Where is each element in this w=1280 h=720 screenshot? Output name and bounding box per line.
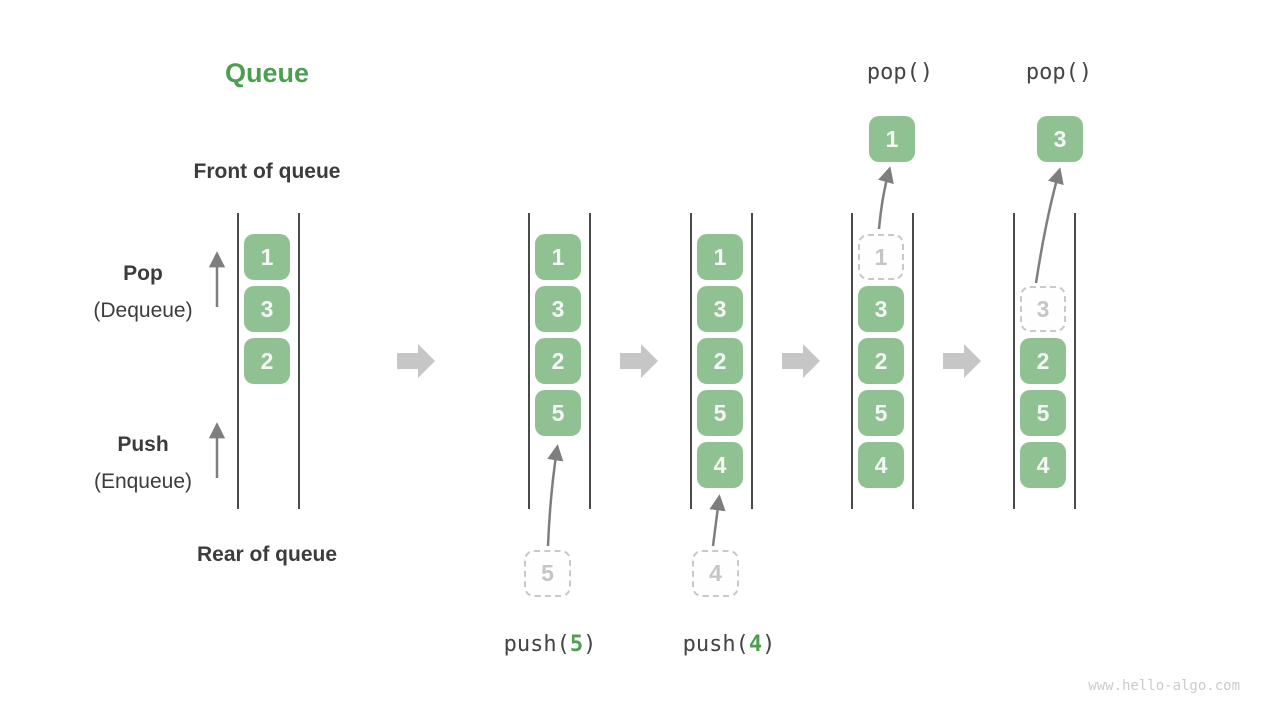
staged-item: 5 (524, 550, 571, 597)
queue-wall (690, 213, 692, 509)
queue-item: 2 (244, 338, 290, 384)
push-close-text: ) (762, 632, 776, 657)
queue-item: 1 (244, 234, 290, 280)
pop-call-label: pop() (866, 60, 934, 85)
pop-sublabel: (Dequeue) (93, 299, 193, 322)
queue-item-ghost: 3 (1020, 286, 1066, 332)
queue-item: 5 (697, 390, 743, 436)
queue-item: 5 (1020, 390, 1066, 436)
step-arrow-icon (620, 344, 658, 378)
queue-item: 2 (1020, 338, 1066, 384)
push-item-arrow-icon (546, 444, 564, 547)
pop-item-arrow-icon (877, 166, 894, 230)
watermark: www.hello-algo.com (1088, 678, 1240, 694)
queue-wall (589, 213, 591, 509)
queue-wall (528, 213, 530, 509)
queue-wall (237, 213, 239, 509)
step-arrow-icon (943, 344, 981, 378)
step-arrow-icon (397, 344, 435, 378)
queue-wall (912, 213, 914, 509)
queue-item: 1 (535, 234, 581, 280)
queue-wall (751, 213, 753, 509)
queue-item: 2 (535, 338, 581, 384)
push-arg-text: 5 (569, 632, 584, 657)
queue-item: 1 (697, 234, 743, 280)
pop-item-arrow-icon (1034, 167, 1064, 284)
push-arg-text: 4 (748, 632, 763, 657)
push-sublabel: (Enqueue) (93, 470, 193, 493)
queue-item-ghost: 1 (858, 234, 904, 280)
popped-item: 1 (869, 116, 915, 162)
diagram-title: Queue (224, 58, 310, 88)
pop-call-label: pop() (1025, 60, 1093, 85)
step-arrow-icon (782, 344, 820, 378)
queue-item: 5 (535, 390, 581, 436)
pop-label: Pop (123, 262, 163, 285)
queue-item: 3 (858, 286, 904, 332)
queue-wall (851, 213, 853, 509)
push-item-arrow-icon (709, 494, 726, 547)
front-of-queue-label: Front of queue (193, 160, 341, 183)
rear-of-queue-label: Rear of queue (196, 543, 338, 566)
push-call-label: push(4) (649, 632, 809, 657)
push-close-text: ) (583, 632, 597, 657)
push-fn-text: push( (682, 632, 749, 657)
queue-wall (1074, 213, 1076, 509)
push-fn-text: push( (503, 632, 570, 657)
queue-wall (298, 213, 300, 509)
queue-item: 2 (697, 338, 743, 384)
queue-item: 4 (697, 442, 743, 488)
queue-wall (1013, 213, 1015, 509)
staged-item: 4 (692, 550, 739, 597)
queue-item: 3 (697, 286, 743, 332)
popped-item: 3 (1037, 116, 1083, 162)
push-call-label: push(5) (470, 632, 630, 657)
queue-item: 4 (858, 442, 904, 488)
queue-item: 5 (858, 390, 904, 436)
queue-item: 3 (535, 286, 581, 332)
queue-item: 4 (1020, 442, 1066, 488)
push-label: Push (117, 433, 169, 456)
queue-item: 3 (244, 286, 290, 332)
queue-item: 2 (858, 338, 904, 384)
